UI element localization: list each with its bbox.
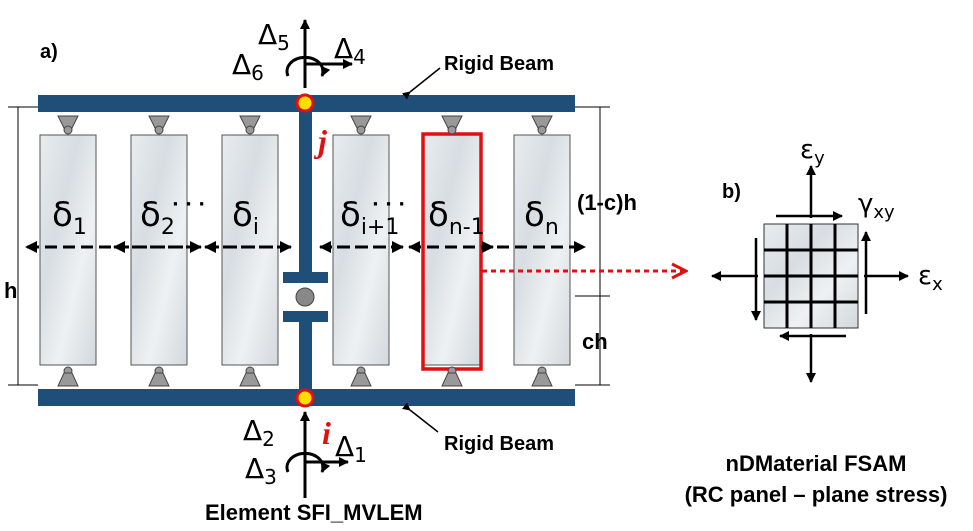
node-j [295,93,315,113]
dof-2-label: Δ2 [243,414,275,451]
dof-top-arrows [285,19,353,88]
supports-top [57,115,553,135]
ellipsis-right: · · · [372,194,405,215]
strip-label-2: δ2 [140,195,175,240]
element-label: Element SFI_MVLEM [205,500,423,525]
strip-i-plus-1 [332,134,390,366]
ellipsis-left: · · · [172,194,205,215]
strip-label-n: δn [524,195,559,240]
supports-bottom [57,366,553,387]
part-b-tag: b) [722,181,741,203]
strip-label-1: δ1 [52,195,87,240]
strip-n-minus-1 [423,134,481,366]
dof-5-label: Δ5 [258,18,290,55]
rc-panel [763,223,859,329]
upper-fraction-label: (1-c)h [577,190,637,215]
dof-1-label: Δ1 [335,430,367,467]
strip-i [221,134,279,366]
dof-bottom-arrows [285,411,349,498]
lower-fraction-label: ch [582,329,608,354]
node-i-label: i [322,415,331,451]
beam-bottom-leader [402,402,439,433]
beam-bottom-label: Rigid Beam [444,433,554,455]
dimension-lines [8,106,610,386]
gamma-xy-label: γxy [858,189,895,223]
node-j-label: j [313,123,327,159]
strip-labels: δ1 δ2 δi δi+1 δn-1 δn · · · · · · [52,194,559,240]
dof-3-label: Δ3 [245,452,277,489]
dof-4-label: Δ4 [334,32,366,69]
part-a-tag: a) [40,41,58,63]
strip-label-i-plus-1: δi+1 [340,195,399,240]
strip-label-i: δi [232,195,259,240]
strip-1 [39,134,97,366]
central-column [283,105,328,390]
material-subtitle: (RC panel – plane stress) [685,482,948,507]
strip-label-n-minus-1: δn-1 [428,195,485,240]
dof-6-label: Δ6 [232,48,264,85]
panel-arrows [711,165,909,383]
beam-top-leader [402,67,441,100]
node-i [295,388,315,408]
strip-2 [130,134,188,366]
strip-n [513,134,571,366]
strips [39,132,571,371]
height-label: h [4,278,17,303]
eps-x-label: εx [918,261,943,295]
beam-top-label: Rigid Beam [444,53,554,75]
eps-y-label: εy [800,135,825,169]
material-title: nDMaterial FSAM [726,451,907,476]
